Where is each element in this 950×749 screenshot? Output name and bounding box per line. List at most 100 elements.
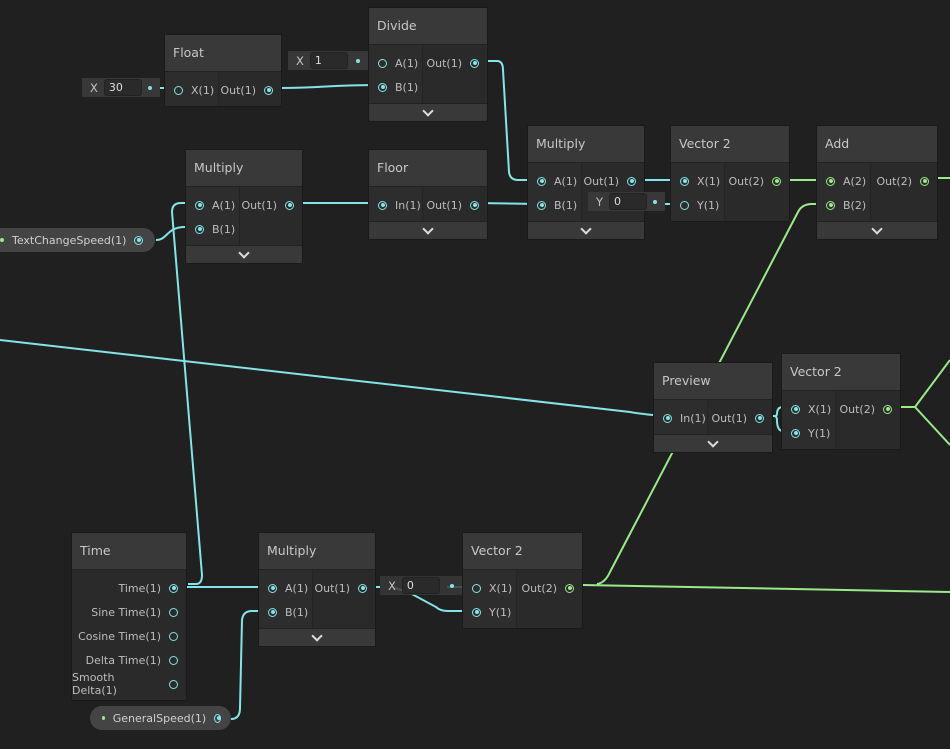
output-port-icon[interactable] (358, 583, 367, 593)
node-title[interactable]: Multiply (186, 150, 302, 187)
output-port-row[interactable]: Out(1) (219, 78, 281, 102)
input-port-row[interactable]: X(1) (671, 169, 724, 193)
expand-toggle-button[interactable] (369, 221, 487, 239)
field-value-input[interactable]: 30 (103, 79, 142, 96)
node-vector2-bottom[interactable]: Vector 2 X(1)Y(1)Out(2) (462, 532, 583, 629)
output-port-row[interactable]: Out(1) (708, 406, 772, 430)
output-port-row[interactable]: Smooth Delta(1) (72, 671, 186, 697)
input-port-icon[interactable] (537, 176, 546, 186)
output-port-icon[interactable] (285, 200, 294, 210)
input-port-row[interactable]: Y(1) (463, 600, 516, 624)
input-port-row[interactable]: In(1) (654, 406, 707, 430)
input-port-icon[interactable] (472, 607, 481, 617)
output-port-row[interactable]: Out(1) (423, 193, 487, 217)
output-port-icon[interactable] (565, 583, 574, 593)
node-title[interactable]: Multiply (259, 533, 375, 570)
input-port-icon[interactable] (826, 200, 835, 210)
input-port-row[interactable]: A(1) (528, 169, 581, 193)
output-port-icon[interactable] (920, 176, 929, 186)
input-port-row[interactable]: Y(1) (671, 193, 724, 217)
output-port-icon[interactable] (169, 583, 178, 593)
node-title[interactable]: Preview (654, 363, 772, 400)
output-port-row[interactable]: Out(2) (725, 169, 789, 193)
node-vector2-top[interactable]: Vector 2 X(1)Y(1)Out(2) (670, 125, 790, 222)
output-port-row[interactable]: Sine Time(1) (72, 600, 186, 624)
input-port-row[interactable]: X(1) (463, 576, 516, 600)
input-port-row[interactable]: B(2) (817, 193, 870, 217)
input-port-icon[interactable] (472, 583, 481, 593)
property-general-speed[interactable]: GeneralSpeed(1) (90, 706, 231, 730)
output-port-icon[interactable] (169, 679, 178, 689)
input-port-row[interactable]: B(1) (369, 75, 422, 99)
field-value-input[interactable]: 0 (401, 577, 440, 594)
field-value-input[interactable]: 0 (609, 193, 648, 210)
input-port-icon[interactable] (791, 404, 800, 414)
input-port-icon[interactable] (268, 583, 277, 593)
input-port-row[interactable]: B(1) (528, 193, 581, 217)
output-port-icon[interactable] (772, 176, 781, 186)
output-port[interactable] (214, 713, 221, 723)
vector2-x-field[interactable]: X 0 (380, 576, 462, 595)
output-port-row[interactable]: Out(1) (423, 51, 487, 75)
node-title[interactable]: Time (72, 533, 186, 570)
input-port-icon[interactable] (663, 413, 672, 423)
output-port-icon[interactable] (883, 404, 892, 414)
output-port-icon[interactable] (169, 655, 178, 665)
input-port-row[interactable]: A(1) (186, 193, 239, 217)
node-title[interactable]: Divide (369, 8, 487, 45)
expand-toggle-button[interactable] (369, 103, 487, 121)
node-title[interactable]: Add (817, 126, 937, 163)
input-port-row[interactable]: In(1) (369, 193, 422, 217)
output-port-row[interactable]: Out(1) (313, 576, 375, 600)
output-port-row[interactable]: Out(1) (582, 169, 644, 193)
output-port-row[interactable]: Out(2) (517, 576, 582, 600)
output-port-row[interactable]: Out(1) (240, 193, 302, 217)
node-title[interactable]: Float (165, 35, 281, 72)
output-port[interactable] (134, 235, 144, 245)
float-x-field[interactable]: X 30 (82, 78, 160, 97)
output-port-row[interactable]: Delta Time(1) (72, 648, 186, 672)
input-port-row[interactable]: Y(1) (782, 421, 835, 445)
node-title[interactable]: Floor (369, 150, 487, 187)
expand-toggle-button[interactable] (259, 628, 375, 646)
node-title[interactable]: Vector 2 (671, 126, 789, 163)
input-port-icon[interactable] (378, 82, 387, 92)
input-port-row[interactable]: X(1) (165, 78, 218, 102)
output-port-row[interactable]: Cosine Time(1) (72, 624, 186, 648)
input-port-icon[interactable] (378, 58, 387, 68)
property-text-change-speed[interactable]: TextChangeSpeed(1) (0, 228, 155, 252)
expand-toggle-button[interactable] (654, 434, 772, 452)
node-title[interactable]: Multiply (528, 126, 644, 163)
node-title[interactable]: Vector 2 (782, 354, 900, 391)
input-port-icon[interactable] (826, 176, 835, 186)
input-port-row[interactable]: X(1) (782, 397, 835, 421)
output-port-icon[interactable] (470, 200, 479, 210)
output-port-icon[interactable] (169, 607, 178, 617)
node-title[interactable]: Vector 2 (463, 533, 582, 570)
input-port-row[interactable]: B(1) (186, 217, 239, 241)
input-port-icon[interactable] (680, 176, 689, 186)
output-port-icon[interactable] (627, 176, 636, 186)
expand-toggle-button[interactable] (528, 221, 644, 239)
expand-toggle-button[interactable] (186, 245, 302, 263)
vector2-y-field[interactable]: Y 0 (588, 192, 665, 211)
input-port-icon[interactable] (268, 607, 277, 617)
input-port-icon[interactable] (537, 200, 546, 210)
input-port-icon[interactable] (378, 200, 387, 210)
output-port-icon[interactable] (169, 631, 178, 641)
output-port-row[interactable]: Out(2) (871, 169, 937, 193)
node-vector2-mid[interactable]: Vector 2 X(1)Y(1)Out(2) (781, 353, 901, 450)
output-port-row[interactable]: Out(2) (836, 397, 900, 421)
input-port-icon[interactable] (195, 224, 204, 234)
input-port-row[interactable]: A(1) (259, 576, 312, 600)
input-port-icon[interactable] (791, 428, 800, 438)
